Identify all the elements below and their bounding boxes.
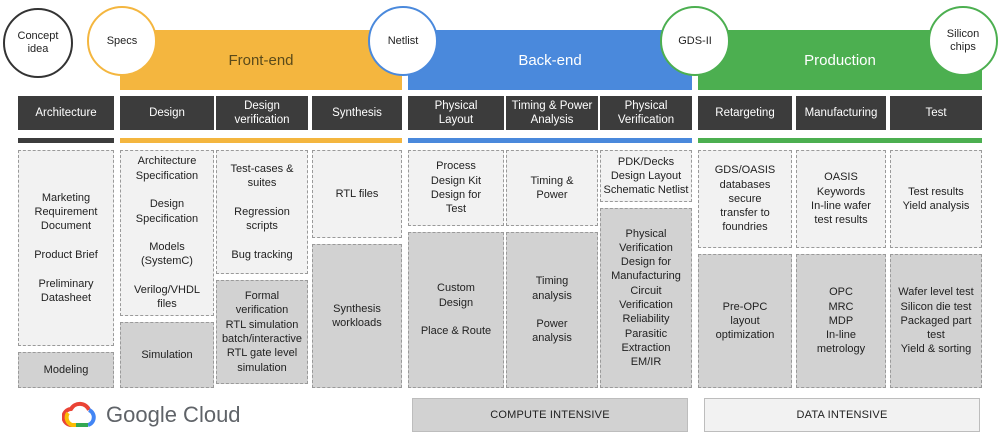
netlist-milestone: Netlist bbox=[368, 6, 438, 76]
backend-label: Back-end bbox=[518, 51, 582, 69]
strip-architecture bbox=[18, 138, 114, 143]
synthesis-workloads: Synthesis workloads bbox=[312, 244, 402, 388]
ret-pre-opc: Pre-OPC layout optimization bbox=[698, 254, 792, 388]
specs-milestone: Specs bbox=[87, 6, 157, 76]
strip-backend bbox=[408, 138, 692, 143]
google-cloud-icon bbox=[62, 401, 96, 427]
dv-formal-simulation: Formal verification RTL simulation batch… bbox=[216, 280, 308, 384]
header-synthesis: Synthesis bbox=[312, 96, 402, 130]
header-design: Design bbox=[120, 96, 214, 130]
header-test: Test bbox=[890, 96, 982, 130]
tp-timing-power: Timing & Power bbox=[506, 150, 598, 226]
pv-pdk-decks: PDK/Decks Design Layout Schematic Netlis… bbox=[600, 150, 692, 202]
strip-frontend bbox=[120, 138, 402, 143]
concept-milestone: Concept idea bbox=[3, 8, 73, 78]
frontend-label: Front-end bbox=[228, 51, 294, 69]
mfg-opc-metrology: OPC MRC MDP In-line metrology bbox=[796, 254, 886, 388]
production-label: Production bbox=[804, 51, 876, 69]
test-results: Test results Yield analysis bbox=[890, 150, 982, 248]
strip-production bbox=[698, 138, 982, 143]
data-intensive-label: DATA INTENSIVE bbox=[704, 398, 980, 432]
architecture-modeling: Modeling bbox=[18, 352, 114, 388]
header-physical-layout: Physical Layout bbox=[408, 96, 504, 130]
tp-analysis: Timing analysis Power analysis bbox=[506, 232, 598, 388]
ret-gds-oasis: GDS/OASIS databases secure transfer to f… bbox=[698, 150, 792, 248]
compute-intensive-label: COMPUTE INTENSIVE bbox=[412, 398, 688, 432]
design-specifications: Architecture Specification Design Specif… bbox=[120, 150, 214, 316]
header-manufacturing: Manufacturing bbox=[796, 96, 886, 130]
mfg-oasis-keywords: OASIS Keywords In-line wafer test result… bbox=[796, 150, 886, 248]
frontend-band: Front-end bbox=[120, 30, 402, 90]
header-timing-power: Timing & Power Analysis bbox=[506, 96, 598, 130]
header-design-verification: Design verification bbox=[216, 96, 308, 130]
header-architecture: Architecture bbox=[18, 96, 114, 130]
gds-milestone: GDS-II bbox=[660, 6, 730, 76]
google-cloud-logo: Google Cloud bbox=[62, 398, 262, 432]
backend-band: Back-end bbox=[408, 30, 692, 90]
header-physical-verification: Physical Verification bbox=[600, 96, 692, 130]
architecture-documents: Marketing Requirement Document Product B… bbox=[18, 150, 114, 346]
silicon-milestone: Silicon chips bbox=[928, 6, 998, 76]
synthesis-rtl-files: RTL files bbox=[312, 150, 402, 238]
dv-testcases: Test-cases & suites Regression scripts B… bbox=[216, 150, 308, 274]
design-simulation: Simulation bbox=[120, 322, 214, 388]
header-retargeting: Retargeting bbox=[698, 96, 792, 130]
google-cloud-wordmark: Google Cloud bbox=[106, 402, 241, 427]
test-wafer-level: Wafer level test Silicon die test Packag… bbox=[890, 254, 982, 388]
pv-verification: Physical Verification Design for Manufac… bbox=[600, 208, 692, 388]
pl-process-design: Process Design Kit Design for Test bbox=[408, 150, 504, 226]
pl-custom-design: Custom Design Place & Route bbox=[408, 232, 504, 388]
